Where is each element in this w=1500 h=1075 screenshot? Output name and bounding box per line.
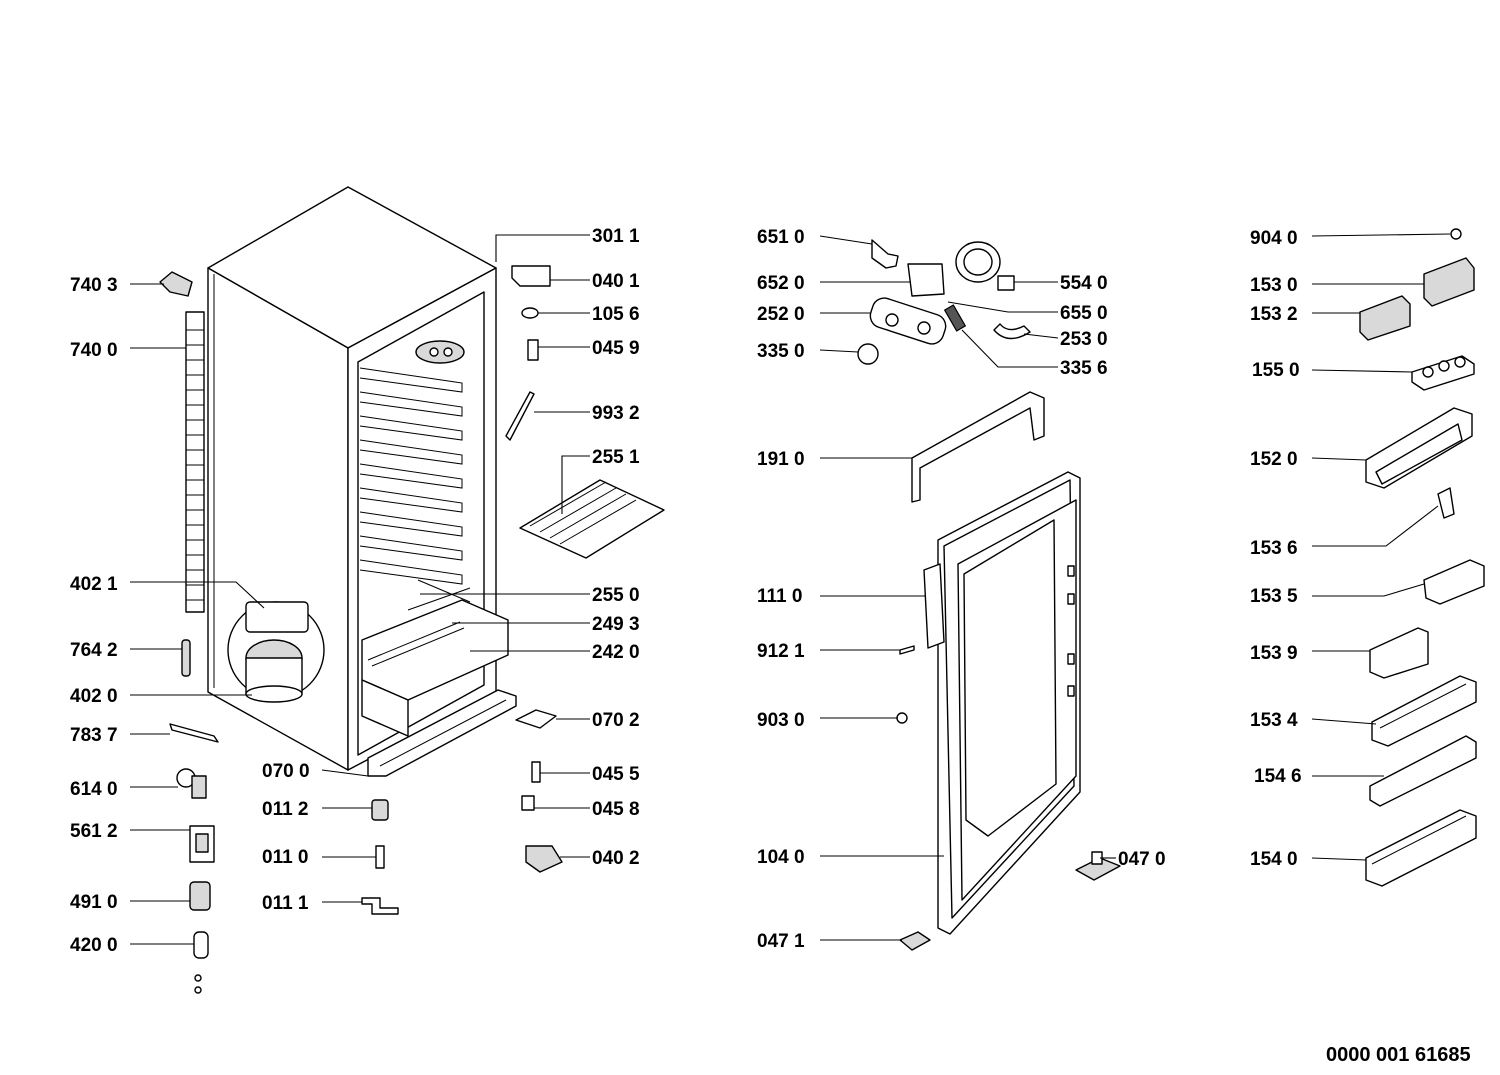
callout-335-6: 335 6 [1060, 358, 1108, 379]
callout-420-0: 420 0 [70, 935, 118, 956]
callout-070-0: 070 0 [262, 761, 310, 782]
condenser [185, 311, 205, 613]
callout-252-0: 252 0 [757, 304, 805, 325]
callout-740-0: 740 0 [70, 340, 118, 361]
callout-249-3: 249 3 [592, 614, 640, 635]
parts-left [159, 271, 219, 994]
callout-561-2: 561 2 [70, 821, 118, 842]
callout-011-2: 011 2 [262, 799, 309, 820]
parts-thermostat-light [857, 239, 1031, 365]
callout-783-7: 783 7 [70, 725, 118, 746]
callout-652-0: 652 0 [757, 273, 805, 294]
callout-153-6: 153 6 [1250, 538, 1298, 559]
callout-614-0: 614 0 [70, 779, 118, 800]
callout-152-0: 152 0 [1250, 449, 1298, 470]
callout-011-0: 011 0 [262, 847, 309, 868]
callout-154-6: 154 6 [1254, 766, 1302, 787]
callout-255-1: 255 1 [592, 447, 640, 468]
callout-301-1: 301 1 [592, 226, 640, 247]
callout-045-5: 045 5 [592, 764, 640, 785]
callout-105-6: 105 6 [592, 304, 640, 325]
callout-047-1: 047 1 [757, 931, 805, 952]
leader-lines [130, 233, 1451, 945]
parts-middle-left [361, 265, 665, 915]
callout-903-0: 903 0 [757, 710, 805, 731]
callout-740-3: 740 3 [70, 275, 118, 296]
callout-104-0: 104 0 [757, 847, 805, 868]
callout-154-0: 154 0 [1250, 849, 1298, 870]
callout-242-0: 242 0 [592, 642, 640, 663]
callout-047-0: 047 0 [1118, 849, 1166, 870]
callout-040-2: 040 2 [592, 848, 640, 869]
compressor [227, 601, 325, 703]
callout-402-1: 402 1 [70, 574, 118, 595]
callout-655-0: 655 0 [1060, 303, 1108, 324]
callout-253-0: 253 0 [1060, 329, 1108, 350]
callout-labels: 301 1 040 1 105 6 045 9 993 2 255 1 255 … [70, 226, 1471, 1066]
callout-111-0: 111 0 [757, 586, 802, 607]
callout-040-1: 040 1 [592, 271, 640, 292]
callout-904-0: 904 0 [1250, 228, 1298, 249]
callout-764-2: 764 2 [70, 640, 118, 661]
cabinet-body [207, 186, 509, 771]
callout-491-0: 491 0 [70, 892, 118, 913]
callout-045-8: 045 8 [592, 799, 640, 820]
callout-153-5: 153 5 [1250, 586, 1298, 607]
callout-155-0: 155 0 [1252, 360, 1300, 381]
callout-153-0: 153 0 [1250, 275, 1298, 296]
door-assembly [896, 391, 1121, 951]
door-shelves [1359, 228, 1485, 887]
callout-335-0: 335 0 [757, 341, 805, 362]
callout-045-9: 045 9 [592, 338, 640, 359]
callout-070-2: 070 2 [592, 710, 640, 731]
callout-255-0: 255 0 [592, 585, 640, 606]
callout-554-0: 554 0 [1060, 273, 1108, 294]
callout-153-4: 153 4 [1250, 710, 1298, 731]
callout-402-0: 402 0 [70, 686, 118, 707]
callout-651-0: 651 0 [757, 227, 805, 248]
document-number: 0000 001 61685 [1326, 1044, 1471, 1066]
callout-993-2: 993 2 [592, 403, 640, 424]
callout-153-9: 153 9 [1250, 643, 1298, 664]
callout-191-0: 191 0 [757, 449, 805, 470]
callout-153-2: 153 2 [1250, 304, 1298, 325]
callout-912-1: 912 1 [757, 641, 805, 662]
callout-011-1: 011 1 [262, 893, 309, 914]
